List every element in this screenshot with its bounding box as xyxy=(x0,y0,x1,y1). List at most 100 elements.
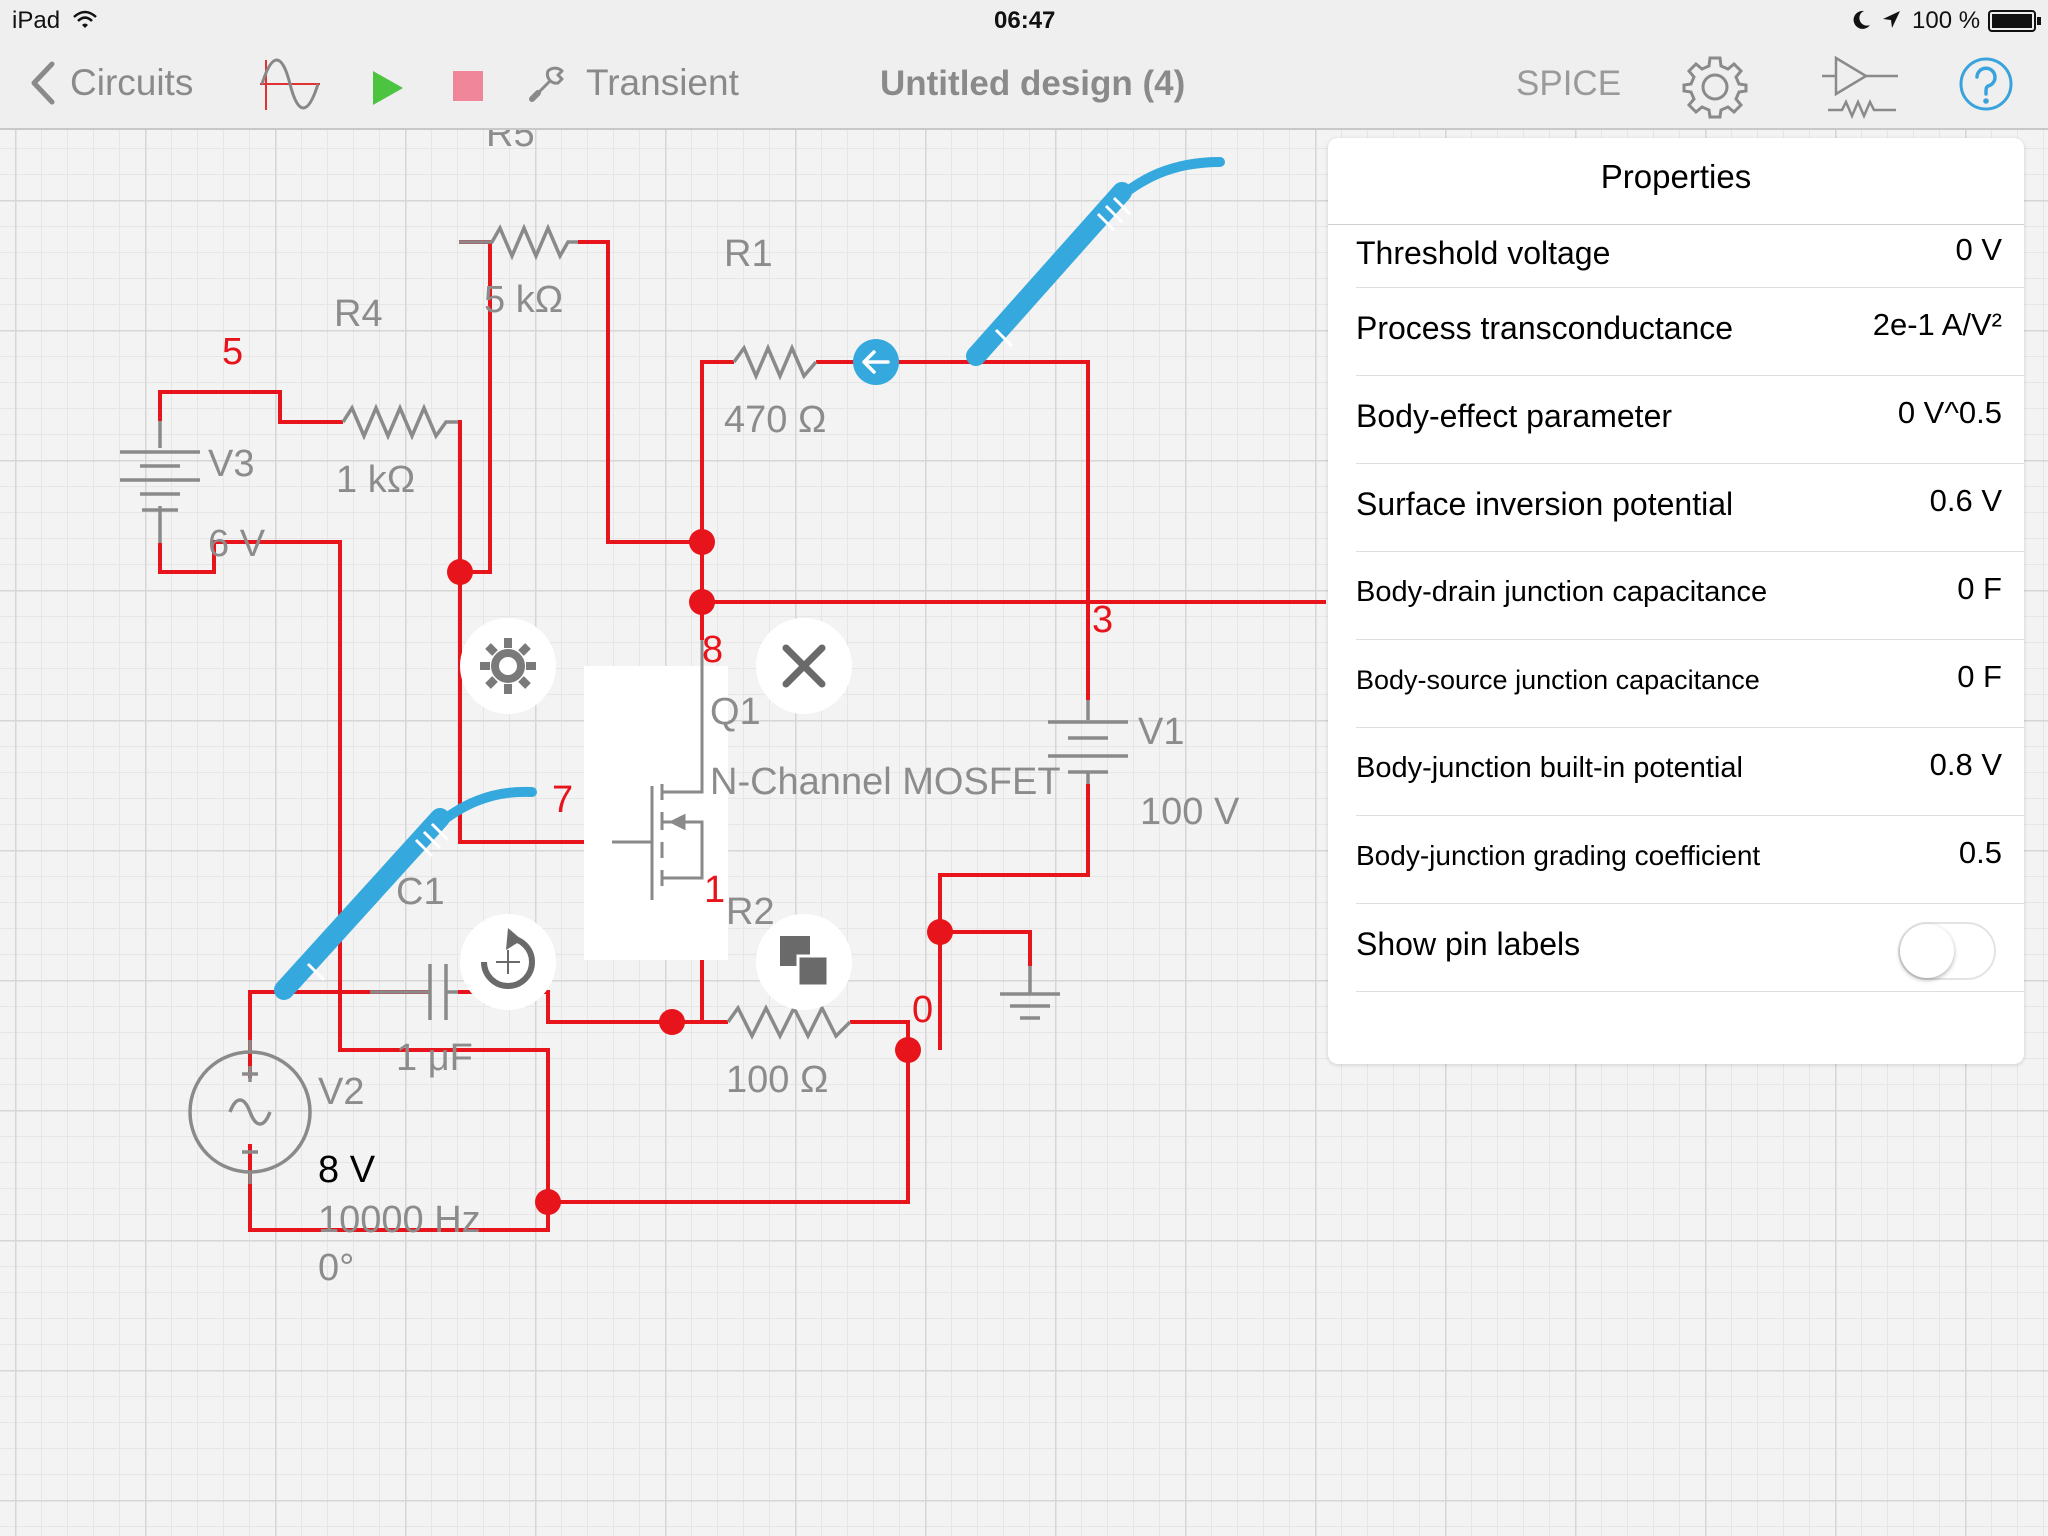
label-q1-type: N-Channel MOSFET xyxy=(710,761,1061,803)
wifi-icon xyxy=(73,10,97,28)
property-name: Body-junction grading coefficient xyxy=(1356,840,1761,871)
gear-icon[interactable] xyxy=(1682,54,1748,120)
property-list: Threshold voltage 0 V Process transcondu… xyxy=(1328,224,2024,992)
node-label-7: 7 xyxy=(552,779,573,821)
components xyxy=(120,223,1128,1184)
play-icon[interactable] xyxy=(370,68,406,108)
rotate-component-button[interactable] xyxy=(460,914,556,1010)
component-settings-button[interactable] xyxy=(460,618,556,714)
junction-dot xyxy=(895,1037,921,1063)
help-icon[interactable] xyxy=(1958,56,2014,112)
junction-dot xyxy=(927,919,953,945)
voltage-probe-top[interactable] xyxy=(966,157,1225,366)
property-value[interactable]: 0 V^0.5 xyxy=(1897,395,2002,430)
property-name: Process transconductance xyxy=(1356,310,1734,346)
schematic: R5 5 kΩ R1 470 Ω R4 1 kΩ V3 6 V Q1 N-Cha… xyxy=(120,130,1326,1289)
property-name: Surface inversion potential xyxy=(1356,486,1734,522)
properties-panel: Properties Threshold voltage 0 V Process… xyxy=(1328,138,2024,1064)
status-time: 06:47 xyxy=(994,7,1056,34)
duplicate-component-button[interactable] xyxy=(756,914,852,1010)
property-row-process-transconductance[interactable]: Process transconductance 2e-1 A/V² xyxy=(1356,288,2024,376)
amplifier-resistor-icon[interactable] xyxy=(1820,54,1900,120)
resistor-r5[interactable] xyxy=(459,223,578,261)
battery-percent: 100 % xyxy=(1912,7,1981,34)
capacitor-c1[interactable] xyxy=(370,964,458,1020)
back-button[interactable]: Circuits xyxy=(28,60,193,106)
status-bar: iPad 06:47 100 % xyxy=(0,0,2048,40)
property-row-threshold-voltage[interactable]: Threshold voltage 0 V xyxy=(1356,225,2024,288)
label-r4-name: R4 xyxy=(334,293,383,335)
property-name: Body-junction built-in potential xyxy=(1356,752,1743,784)
property-value[interactable]: 0 F xyxy=(1957,659,2002,694)
label-v3-value: 6 V xyxy=(208,523,266,565)
property-row-body-source-capacitance[interactable]: Body-source junction capacitance 0 F xyxy=(1356,640,2024,728)
property-value[interactable]: 0.8 V xyxy=(1929,747,2002,782)
junction-dot xyxy=(689,529,715,555)
location-arrow-icon xyxy=(1883,11,1900,28)
resistor-r4[interactable] xyxy=(341,403,458,441)
current-arrow-marker[interactable] xyxy=(853,339,899,385)
junction-dot xyxy=(447,559,473,585)
property-value[interactable]: 0.5 xyxy=(1958,835,2002,870)
label-r2-name: R2 xyxy=(726,891,775,933)
property-row-body-drain-capacitance[interactable]: Body-drain junction capacitance 0 F xyxy=(1356,552,2024,640)
stop-icon[interactable] xyxy=(452,70,484,102)
duplicate-icon xyxy=(780,936,830,988)
junction-dot xyxy=(535,1189,561,1215)
device-name: iPad xyxy=(12,7,61,34)
property-value[interactable]: 2e-1 A/V² xyxy=(1872,307,2002,342)
junction-dot xyxy=(689,589,715,615)
node-label-8: 8 xyxy=(702,629,723,671)
label-v2-phase: 0° xyxy=(318,1247,354,1289)
wrench-icon xyxy=(529,66,564,102)
label-r5-value: 5 kΩ xyxy=(484,279,563,321)
label-v2-name: V2 xyxy=(318,1071,364,1113)
label-v3-name: V3 xyxy=(208,443,254,485)
battery-v3[interactable] xyxy=(120,421,200,543)
voltage-probe-bottom[interactable] xyxy=(274,786,537,1000)
property-row-body-effect[interactable]: Body-effect parameter 0 V^0.5 xyxy=(1356,376,2024,464)
property-row-grading-coefficient[interactable]: Body-junction grading coefficient 0.5 xyxy=(1356,816,2024,904)
analysis-button[interactable]: Transient xyxy=(528,62,739,104)
label-c1-name: C1 xyxy=(396,871,445,913)
ac-source-v2[interactable] xyxy=(188,1040,312,1184)
property-name: Body-effect parameter xyxy=(1356,398,1673,434)
toolbar: Circuits Transient Untitled design (4) S… xyxy=(0,40,2048,130)
property-row-show-pin-labels: Show pin labels xyxy=(1356,904,2024,992)
show-pin-labels-toggle[interactable] xyxy=(1898,922,1996,980)
back-label: Circuits xyxy=(70,62,194,103)
label-r4-value: 1 kΩ xyxy=(336,459,415,501)
close-icon xyxy=(782,644,826,688)
node-label-1: 1 xyxy=(704,869,725,911)
label-q1-name: Q1 xyxy=(710,691,761,733)
toggle-knob xyxy=(1900,924,1954,978)
mosfet-q1[interactable] xyxy=(612,640,704,900)
label-c1-value: 1 μF xyxy=(396,1037,473,1079)
property-value[interactable]: 0.6 V xyxy=(1929,483,2002,518)
property-value[interactable]: 0 V xyxy=(1955,232,2002,267)
analysis-label: Transient xyxy=(586,62,739,103)
battery-v1[interactable] xyxy=(1048,700,1128,784)
mosfet-selection[interactable] xyxy=(584,666,728,960)
property-row-built-in-potential[interactable]: Body-junction built-in potential 0.8 V xyxy=(1356,728,2024,816)
junction-dot xyxy=(659,1009,685,1035)
property-name: Threshold voltage xyxy=(1356,235,1611,271)
label-v1-value: 100 V xyxy=(1140,791,1240,833)
waveform-icon[interactable] xyxy=(258,56,322,114)
property-row-surface-inversion[interactable]: Surface inversion potential 0.6 V xyxy=(1356,464,2024,552)
label-r1-value: 470 Ω xyxy=(724,399,826,441)
panel-title: Properties xyxy=(1600,158,1752,195)
property-value[interactable]: 0 F xyxy=(1957,571,2002,606)
design-title[interactable]: Untitled design (4) xyxy=(880,64,1186,103)
battery-icon xyxy=(1988,10,2041,32)
spice-button[interactable]: SPICE xyxy=(1516,64,1622,103)
resistor-r1[interactable] xyxy=(732,343,818,381)
rotate-icon xyxy=(481,935,535,989)
ground-symbol xyxy=(1000,966,1060,1020)
toggle-label: Show pin labels xyxy=(1356,926,1581,962)
property-name: Body-source junction capacitance xyxy=(1356,665,1760,695)
moon-icon xyxy=(1853,10,1870,29)
resistor-r2[interactable] xyxy=(726,1004,852,1040)
node-label-5: 5 xyxy=(222,331,243,373)
delete-component-button[interactable] xyxy=(756,618,852,714)
